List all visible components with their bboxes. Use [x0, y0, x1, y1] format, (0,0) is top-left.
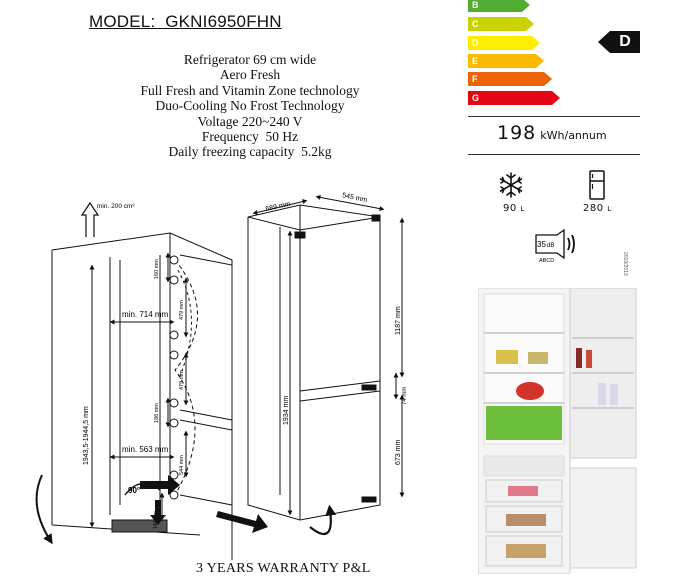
width-714-label: min. 714 mm	[122, 310, 169, 319]
label-divider	[468, 116, 640, 117]
energy-bar-e: E	[468, 54, 544, 68]
freezer-volume: 90 L	[503, 203, 525, 214]
energy-letter: C	[472, 19, 479, 29]
model-title: MODEL: GKNI6950FHN	[89, 12, 282, 31]
energy-letter: G	[472, 93, 480, 103]
fridge-icon	[589, 170, 605, 200]
dim-479b-label: 479 mm	[179, 370, 185, 390]
dim-160-label: 160 mm	[154, 259, 160, 279]
consumption-value: 198	[497, 122, 537, 144]
dim-186-label: 186 mm	[154, 403, 160, 423]
warranty-note: 3 YEARS WARRANTY P&L	[196, 561, 371, 576]
dim-544-label: 544 mm	[179, 455, 185, 475]
fridge-volume-value: 280	[583, 203, 604, 214]
fridge-photo	[478, 288, 637, 574]
label-divider	[468, 154, 640, 155]
upper-height-label: 1187 mm	[395, 306, 402, 335]
energy-letter: D	[472, 38, 479, 48]
noise-value: 35	[537, 240, 546, 249]
fridge-width-label: 689 mm	[265, 201, 291, 213]
volume-unit: L	[607, 205, 612, 213]
height-range-label: 1943,5-1944,5 mm	[83, 406, 90, 465]
energy-bar-g: G	[468, 91, 560, 105]
spec-line: Duo-Cooling No Frost Technology	[155, 98, 345, 114]
energy-letter: B	[472, 0, 479, 10]
spec-line: Daily freezing capacity 5.2kg	[168, 144, 332, 160]
dim-140-label: 140 mm	[153, 511, 159, 529]
energy-bar-f: F	[468, 72, 552, 86]
spec-line: Aero Fresh	[219, 67, 281, 83]
label-regulation-code: 2019/2013	[622, 252, 628, 276]
fridge-height-label: 1934 mm	[283, 396, 290, 425]
width-563-label: min. 563 mm	[122, 445, 169, 454]
spec-line: Full Fresh and Vitamin Zone technology	[140, 82, 360, 98]
energy-bar-b: B	[468, 0, 530, 12]
spec-line: Refrigerator 69 cm wide	[183, 52, 317, 67]
spec-list: Refrigerator 69 cm wide Aero Fresh Full …	[100, 52, 400, 160]
energy-bar-c: C	[468, 17, 534, 31]
volume-unit: L	[520, 205, 525, 213]
snowflake-icon	[499, 172, 523, 198]
energy-class-scale: B C D E F G	[468, 0, 640, 112]
installation-diagram: min. 200 cm² min. 714 mm min. 563 mm 90°…	[35, 192, 408, 560]
freezer-volume-value: 90	[503, 203, 517, 214]
dim-479a-label: 479 mm	[179, 300, 185, 320]
noise-speaker-icon: 35 dB ABCD	[535, 228, 575, 264]
energy-rating-badge: D	[598, 31, 640, 53]
spec-line: Frequency 50 Hz	[201, 129, 299, 145]
gap-height-label: 74 mm	[402, 387, 408, 405]
angle-label: 90°	[128, 486, 140, 495]
lower-height-label: 673 mm	[395, 440, 402, 465]
energy-letter: E	[472, 56, 479, 66]
consumption-unit: kWh/annum	[540, 129, 607, 142]
fridge-volume: 280 L	[583, 203, 612, 214]
noise-class: ABCD	[539, 258, 554, 264]
energy-bar-d: D	[468, 36, 540, 50]
noise-unit: dB	[547, 243, 554, 249]
spec-line: Voltage 220~240 V	[197, 113, 303, 129]
energy-rating-letter: D	[610, 31, 640, 53]
ventilation-label: min. 200 cm²	[97, 203, 135, 210]
energy-letter: F	[472, 74, 478, 84]
